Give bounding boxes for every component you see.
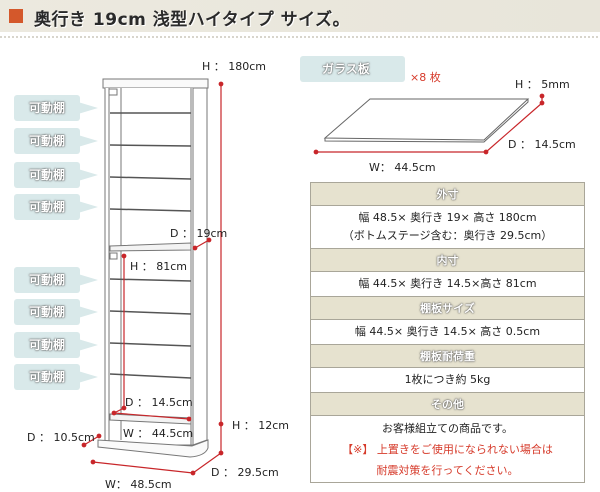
spec-line: （ボトムステージ含む：奥行き 29.5cm） <box>342 229 553 242</box>
dim-width-total: W： 48.5cm <box>105 478 172 491</box>
spec-value-shelf-size: 幅 44.5× 奥行き 14.5× 高さ 0.5cm <box>310 319 585 345</box>
shelf-line <box>109 208 192 212</box>
spec-header-inner: 内寸 <box>310 248 585 272</box>
spec-table: 外寸 幅 48.5× 奥行き 19× 高さ 180cm （ボトムステージ含む：奥… <box>310 182 585 483</box>
shelf-label-text: 可動棚 <box>28 370 65 384</box>
glass-height: H ： 5mm <box>515 78 570 91</box>
spec-header-shelf-size: 棚板サイズ <box>310 296 585 320</box>
page-title: 奥行き 19cm 浅型ハイタイプ サイズ。 <box>34 10 351 30</box>
shelf-label-text: 可動棚 <box>28 273 65 287</box>
glass-label-tag: ガラス板 <box>300 56 405 82</box>
shelf-label: 可動棚 <box>14 299 98 325</box>
shelf-label: 可動棚 <box>14 162 98 188</box>
title-square-icon <box>9 9 23 23</box>
spec-value-other: お客様組立ての商品です。 【※】 上置きをご使用になられない場合は 耐震対策を行… <box>310 415 585 483</box>
shelf-label: 可動棚 <box>14 95 98 121</box>
warning-line: 【※】 上置きをご使用になられない場合は <box>342 442 553 456</box>
shelf-line <box>109 144 192 147</box>
warning-line: 耐震対策を行ってください。 <box>376 463 519 477</box>
shelf-label-text: 可動棚 <box>28 338 65 352</box>
shelf-label: 可動棚 <box>14 364 98 390</box>
glass-count: ×8 枚 <box>410 71 441 84</box>
shelf-label-text: 可動棚 <box>28 305 65 319</box>
shelf-label-text: 可動棚 <box>28 134 65 148</box>
dim-width-inner: W ： 44.5cm <box>123 427 194 440</box>
bottom-stage <box>97 439 209 458</box>
shelf-label: 可動棚 <box>14 267 98 293</box>
glass-depth: D ： 14.5cm <box>508 138 576 151</box>
spec-value-outer: 幅 48.5× 奥行き 19× 高さ 180cm （ボトムステージ含む：奥行き … <box>310 205 585 249</box>
dim-depth-base: D ： 10.5cm <box>27 431 95 444</box>
dim-height-inner: H ： 81cm <box>130 260 188 273</box>
cabinet-top <box>102 78 209 89</box>
shelf-label-text: 可動棚 <box>28 168 65 182</box>
glass-width: W： 44.5cm <box>369 161 436 174</box>
hinge-icon <box>109 252 118 260</box>
hinge-icon <box>108 88 118 96</box>
dim-height-total: H ： 180cm <box>202 60 267 73</box>
dim-height-base: H ： 12cm <box>232 419 290 432</box>
spec-header-load: 棚板耐荷重 <box>310 344 585 368</box>
spec-header-other: その他 <box>310 392 585 416</box>
shelf-label-text: 可動棚 <box>28 101 65 115</box>
glass-label: ガラス板 <box>322 62 370 76</box>
spec-line: 幅 48.5× 奥行き 19× 高さ 180cm <box>358 211 537 224</box>
glass-board <box>323 98 530 141</box>
spec-line: お客様組立ての商品です。 <box>382 421 513 435</box>
shelf-label: 可動棚 <box>14 194 98 220</box>
shelf-line <box>109 176 192 180</box>
spec-value-load: 1枚につき約 5kg <box>310 367 585 393</box>
dim-depth-total: D ： 29.5cm <box>211 466 279 479</box>
shelf-label: 可動棚 <box>14 332 98 358</box>
dotted-divider <box>0 36 600 38</box>
title-bar: 奥行き 19cm 浅型ハイタイプ サイズ。 <box>0 0 600 32</box>
dim-depth-inner: D ： 14.5cm <box>125 396 193 409</box>
spec-header-outer: 外寸 <box>310 182 585 206</box>
shelf-label-text: 可動棚 <box>28 200 65 214</box>
dim-depth-top: D ： 19cm <box>170 227 228 240</box>
shelf-label: 可動棚 <box>14 128 98 154</box>
middle-divider <box>109 242 192 252</box>
spec-value-inner: 幅 44.5× 奥行き 14.5×高さ 81cm <box>310 271 585 297</box>
